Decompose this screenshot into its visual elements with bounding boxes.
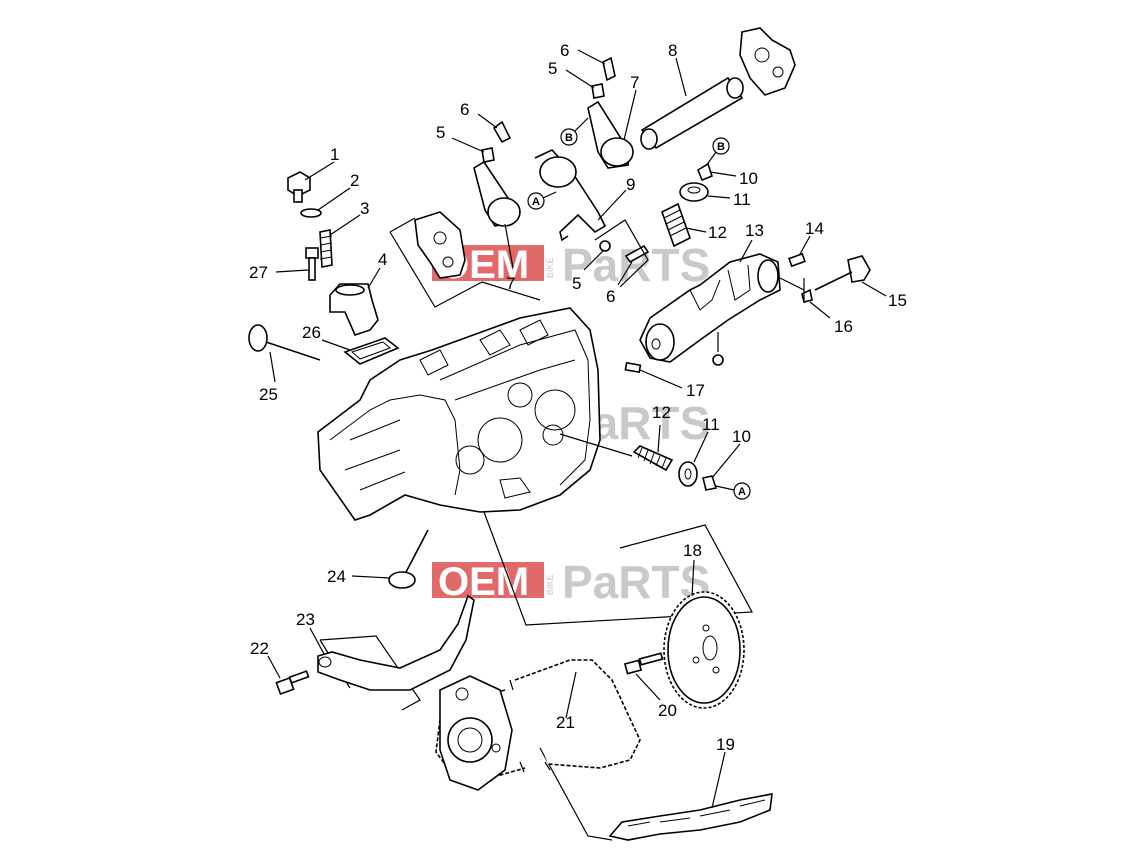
part-15-decompressor: 15 xyxy=(814,255,907,310)
callout-6-center: 6 xyxy=(606,287,615,306)
part-18-cam-sprocket: 18 xyxy=(663,541,745,709)
watermark-bike-text: BIKE xyxy=(545,257,555,278)
part-7-rocker-arm-upper: 7 xyxy=(587,73,639,169)
part-1-bolt: 1 xyxy=(287,145,339,203)
callout-7: 7 xyxy=(630,73,639,92)
svg-text:A: A xyxy=(738,486,746,498)
watermark-bottom: OEM BIKE PaRTS xyxy=(432,556,710,608)
part-12-spring-lower: 12 xyxy=(632,403,674,472)
cylinder-head xyxy=(317,307,601,521)
callout-27: 27 xyxy=(249,263,268,282)
part-4-tensioner: 4 xyxy=(329,250,387,336)
callout-10: 10 xyxy=(739,169,758,188)
svg-text:B: B xyxy=(565,132,573,144)
part-25-valve: 25 xyxy=(248,324,321,404)
callout-15: 15 xyxy=(888,291,907,310)
callout-18: 18 xyxy=(683,541,702,560)
part-5-nut-center: 5 xyxy=(572,240,611,293)
part-26-gasket: 26 xyxy=(302,323,400,365)
part-5-nut-top: 5 xyxy=(548,59,605,99)
watermark-parts-text: PaRTS xyxy=(562,239,710,291)
callout-9: 9 xyxy=(626,175,635,194)
part-20-bolt: 20 xyxy=(623,652,677,720)
part-6-adjuster-top: 6 xyxy=(560,41,616,82)
part-23-tensioner-guide: 23 xyxy=(296,594,475,691)
callout-21: 21 xyxy=(556,713,575,732)
part-14-pin: 14 xyxy=(788,219,824,268)
part-5-nut-left: 5 xyxy=(436,123,495,163)
part-3-spring: 3 xyxy=(319,199,369,268)
callout-12: 12 xyxy=(708,223,727,242)
crank-sprocket-assembly xyxy=(439,675,513,791)
callout-13: 13 xyxy=(745,221,764,240)
part-19-chain-guide: 19 xyxy=(608,735,773,841)
part-2-washer: 2 xyxy=(300,171,359,218)
part-22-bolt: 22 xyxy=(250,639,310,696)
part-9-rocker-arm: 9 xyxy=(534,149,635,242)
rocker-bracket-left xyxy=(414,211,466,279)
ref-marker-a-lower: A xyxy=(715,482,751,500)
callout-6-left: 6 xyxy=(460,100,469,119)
watermark-bike-text: BIKE xyxy=(545,574,555,595)
exploded-boxes xyxy=(319,217,753,841)
part-13-camshaft: 13 xyxy=(639,221,781,366)
callout-10-lower: 10 xyxy=(732,427,751,446)
part-6-adjuster-left: 6 xyxy=(460,100,512,144)
callout-17: 17 xyxy=(686,381,705,400)
callout-23: 23 xyxy=(296,610,315,629)
callout-12-lower: 12 xyxy=(652,403,671,422)
leader-valve-center xyxy=(559,433,633,457)
svg-text:B: B xyxy=(717,141,725,153)
watermark-oem-text: OEM xyxy=(438,560,529,604)
svg-text:A: A xyxy=(532,196,540,208)
part-12-spring-upper: 12 xyxy=(661,202,727,248)
callout-20: 20 xyxy=(658,701,677,720)
ref-marker-b-right: B xyxy=(705,137,730,167)
part-16-clip: 16 xyxy=(801,288,853,336)
callout-5-left: 5 xyxy=(436,123,445,142)
callout-1: 1 xyxy=(330,145,339,164)
callout-14: 14 xyxy=(805,219,824,238)
callout-16: 16 xyxy=(834,317,853,336)
part-8-rocker-shaft: 8 xyxy=(640,41,744,150)
callout-11: 11 xyxy=(733,190,751,209)
callout-3: 3 xyxy=(360,199,369,218)
part-24-valve: 24 xyxy=(327,529,429,589)
part-11-retainer-lower: 11 xyxy=(678,415,720,487)
part-10-keeper-upper: 10 xyxy=(697,162,758,188)
callout-8: 8 xyxy=(668,41,677,60)
callout-19: 19 xyxy=(716,735,735,754)
part-7-rocker-arm-lower: 7 xyxy=(473,160,521,293)
ref-marker-a-upper: A xyxy=(527,191,557,210)
callout-6: 6 xyxy=(560,41,569,60)
callout-7-lower: 7 xyxy=(506,274,515,293)
callout-25: 25 xyxy=(259,385,278,404)
callout-5-center: 5 xyxy=(572,274,581,293)
leader-14-16 xyxy=(779,277,805,291)
ref-marker-b-upper: B xyxy=(560,117,589,146)
callout-24: 24 xyxy=(327,567,346,586)
part-27-bolt: 27 xyxy=(249,247,319,282)
callout-11-lower: 11 xyxy=(702,415,720,434)
part-11-retainer-upper: 11 xyxy=(679,182,751,209)
part-17-dowel: 17 xyxy=(624,361,705,400)
callout-26: 26 xyxy=(302,323,321,342)
callout-2: 2 xyxy=(350,171,359,190)
callout-4: 4 xyxy=(378,250,387,269)
rocker-bracket-right xyxy=(739,27,796,96)
callout-5: 5 xyxy=(548,59,557,78)
part-10-keeper-lower: 10 xyxy=(702,427,751,491)
callout-22: 22 xyxy=(250,639,269,658)
